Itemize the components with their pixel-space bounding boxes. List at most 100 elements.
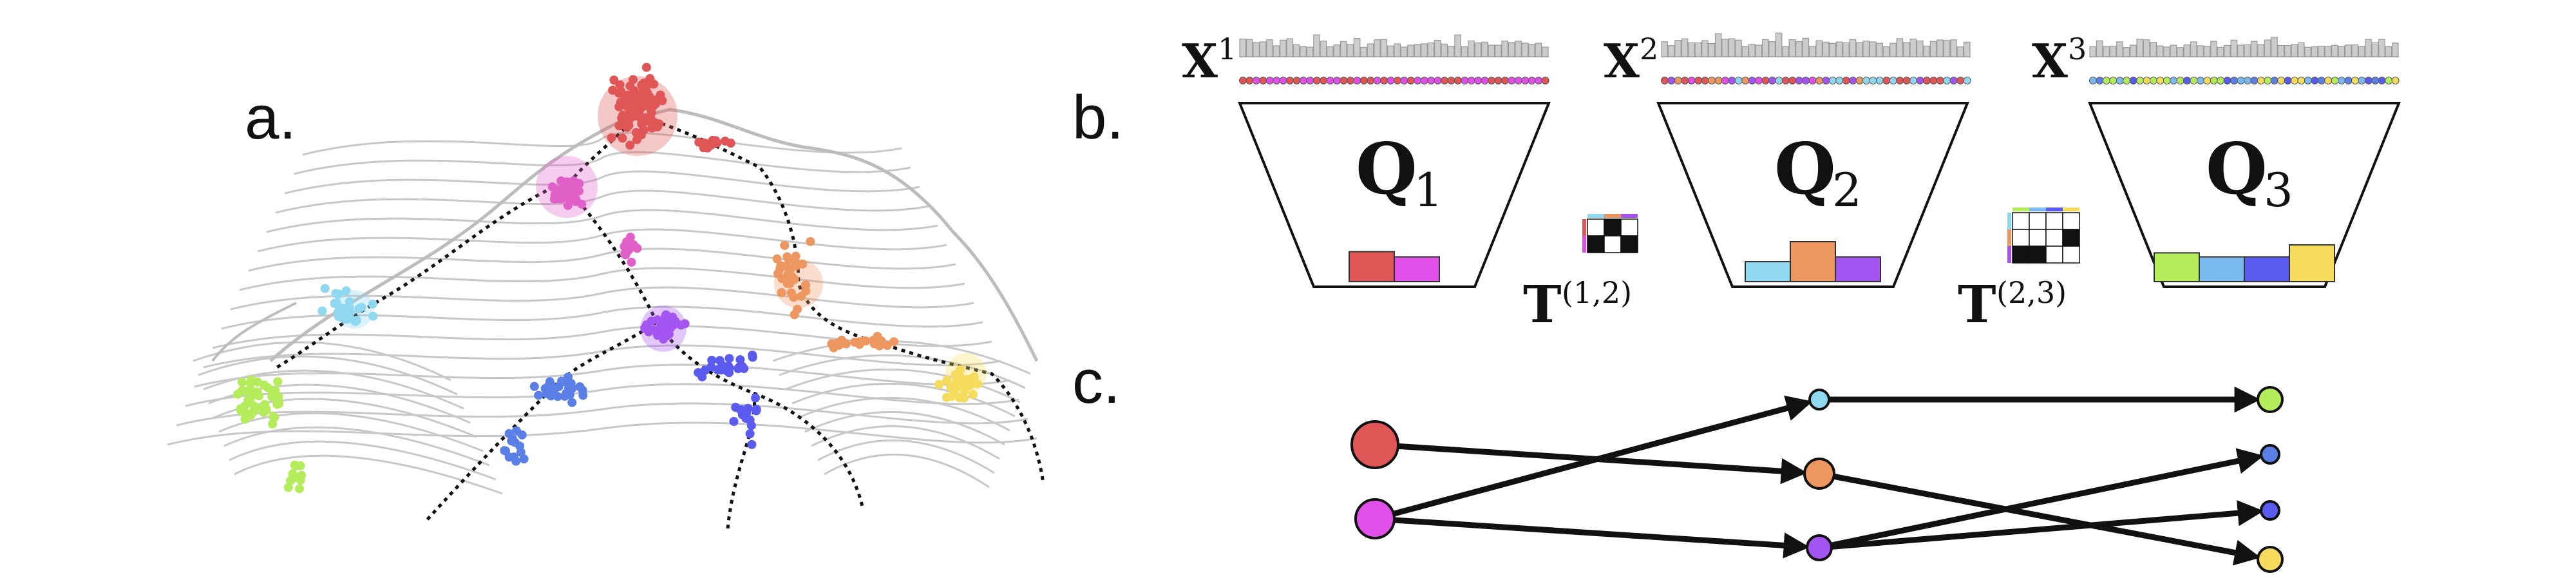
sequence-dot <box>1521 77 1530 84</box>
matrix-cell <box>2062 229 2080 247</box>
histogram-bar <box>1721 39 1728 57</box>
q-label: Q <box>1356 127 1417 210</box>
sequence-dot <box>2129 77 2137 84</box>
histogram-bar <box>1694 42 1702 57</box>
histogram-bar <box>1245 39 1253 57</box>
matrix-cell <box>2012 246 2030 264</box>
sequence-dot <box>2096 77 2104 84</box>
cell-point <box>627 93 636 103</box>
cell-point <box>317 306 327 316</box>
sequence-dot <box>1387 77 1395 84</box>
histogram-bar <box>1380 39 1388 57</box>
sequence-dot <box>2264 77 2272 84</box>
histogram-bar <box>1414 44 1421 57</box>
contour-line <box>804 411 1005 446</box>
cell-point <box>850 337 860 347</box>
cell-point <box>237 378 247 387</box>
cell-point <box>734 363 744 372</box>
transport-2-3: T (2,3) <box>1958 208 2080 334</box>
histogram-bar <box>1681 38 1689 57</box>
sequence-dot <box>1842 77 1850 84</box>
cell-point <box>711 136 721 146</box>
contour-line <box>817 439 995 474</box>
histogram-bar <box>2096 40 2103 57</box>
sequence-dot <box>1728 77 1736 84</box>
cell-point <box>827 339 837 349</box>
sequence-dot <box>2311 77 2319 84</box>
sequence-dot <box>1514 77 1522 84</box>
matrix-header-strip <box>1621 214 1638 218</box>
histogram-bar <box>2244 44 2251 57</box>
cell-point <box>618 133 627 143</box>
histogram-bar <box>1266 39 1273 57</box>
cell-point <box>288 469 298 479</box>
cell-point <box>662 331 672 341</box>
histogram-bar <box>1320 41 1327 57</box>
contour-line <box>193 341 451 382</box>
cell-point <box>724 354 734 363</box>
sequence-dot <box>2391 77 2400 84</box>
graph-node-yellow <box>2257 546 2284 573</box>
cell-point <box>720 136 730 146</box>
histogram-bar <box>1340 41 1347 57</box>
histogram-bar <box>1394 43 1401 57</box>
sequence-dot <box>1420 77 1428 84</box>
histogram-bar <box>1963 41 1971 57</box>
sequence-dot <box>1259 77 1267 84</box>
cell-point <box>345 314 354 324</box>
panel-a-label: a. <box>245 83 296 152</box>
histogram-bar <box>1829 43 1836 57</box>
sequence-dot <box>2277 77 2286 84</box>
sequence-dot <box>1781 77 1790 84</box>
cell-point <box>517 430 527 440</box>
cell-point <box>616 97 625 107</box>
histogram-bar <box>2224 44 2231 57</box>
sequence-dot <box>2250 77 2259 84</box>
histogram-bar <box>1481 41 1488 57</box>
cell-point <box>640 92 650 102</box>
graph-node-orange <box>1803 458 1835 490</box>
sequence-dot <box>1714 77 1723 84</box>
cell-point <box>607 133 616 142</box>
cell-point <box>529 382 539 391</box>
sequence-dot <box>2163 77 2171 84</box>
ridge-line <box>211 302 297 362</box>
matrix-side-strip <box>2007 229 2011 246</box>
histogram-bar <box>1508 42 1515 57</box>
histogram-bar <box>2311 46 2318 57</box>
cell-point <box>623 242 633 252</box>
cell-point <box>296 475 305 485</box>
cell-point <box>274 392 283 401</box>
histogram-bar <box>1528 43 1535 57</box>
sequence-dot <box>1312 77 1321 84</box>
sequence-dot <box>2123 77 2131 84</box>
cell-point <box>625 233 635 242</box>
histogram-bar <box>1273 45 1280 57</box>
cell-point <box>934 380 944 389</box>
cell-point <box>654 119 664 129</box>
sequence-dot <box>1929 77 1938 84</box>
histogram-bar <box>1808 46 1816 57</box>
sequence-dot <box>1535 77 1543 84</box>
cell-point <box>294 484 304 494</box>
histogram-bar <box>2103 46 2110 57</box>
matrix-cell <box>1587 235 1605 253</box>
x-superscript: 1 <box>1218 32 1236 66</box>
histogram-bar <box>2150 42 2157 57</box>
histogram-bar <box>1950 39 1957 57</box>
histogram-bar <box>2123 46 2130 57</box>
cell-point <box>625 140 635 150</box>
histogram-bar <box>1387 45 1394 57</box>
histogram-bar <box>1708 43 1716 57</box>
graph-edge <box>1394 517 1810 559</box>
sequence-dot <box>1808 77 1817 84</box>
matrix-header-strip <box>2029 208 2046 211</box>
graph-nodes <box>1350 386 2284 573</box>
contour-line <box>798 396 1010 432</box>
histogram-bar <box>2338 46 2345 57</box>
sequence-dot <box>1541 77 1549 84</box>
cell-point <box>238 403 248 412</box>
cell-point <box>661 310 671 320</box>
histogram-bar <box>2318 46 2325 57</box>
